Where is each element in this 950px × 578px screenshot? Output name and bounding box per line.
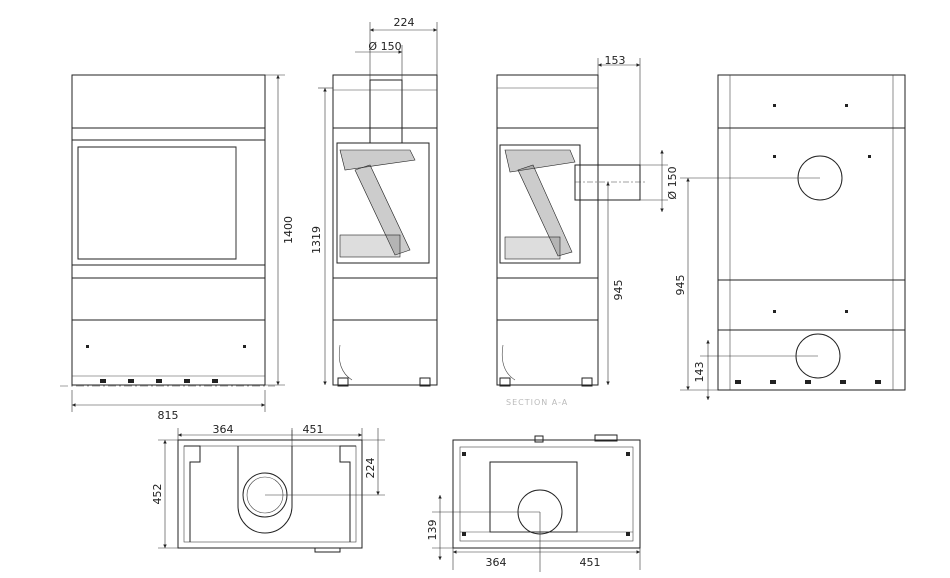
top-left-label: 364 (213, 423, 234, 436)
section-offset-label: 153 (605, 54, 626, 67)
section-diameter-label: Ø 150 (666, 166, 679, 199)
bottom-plan-view: 139 364 451 (426, 434, 641, 572)
front-height-label: 1400 (282, 216, 295, 244)
front-width-label: 815 (158, 409, 179, 422)
section-caption: SECTION A-A (506, 398, 568, 407)
back-height-label: 945 (674, 275, 687, 296)
bottom-left-label: 364 (486, 556, 507, 569)
back-lower-label: 143 (693, 362, 706, 383)
top-right-label: 451 (303, 423, 324, 436)
section-height-label: 945 (612, 280, 625, 301)
top-plan-view: 364 451 224 452 (151, 423, 385, 553)
bottom-right-label: 451 (580, 556, 601, 569)
top-depth-label: 224 (364, 458, 377, 479)
side-view: 224 Ø 150 1319 (310, 16, 438, 387)
side-top-label: 224 (394, 16, 415, 29)
side-height-label: 1319 (310, 226, 323, 254)
section-view: 153 Ø 150 945 SECTION A-A (496, 54, 679, 407)
side-diameter-label: Ø 150 (368, 40, 401, 53)
bottom-offset-label: 139 (426, 520, 439, 541)
top-total-label: 452 (151, 484, 164, 505)
back-view: 945 143 (674, 74, 906, 400)
front-view: 1400 815 (60, 74, 295, 422)
